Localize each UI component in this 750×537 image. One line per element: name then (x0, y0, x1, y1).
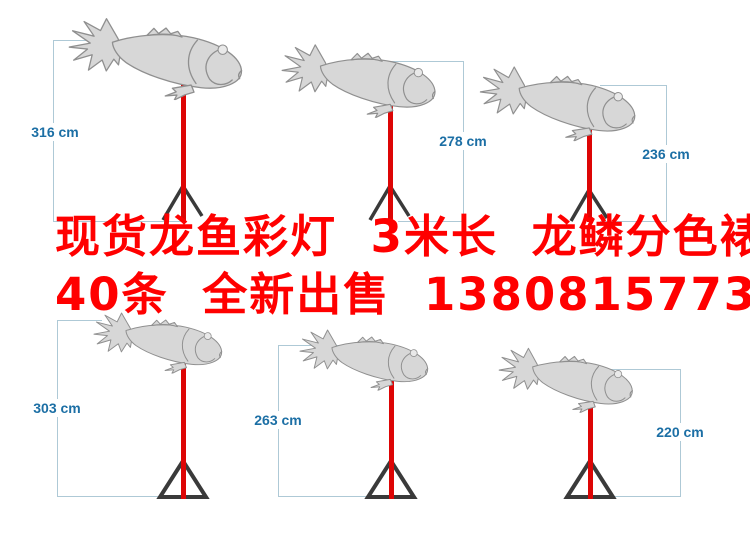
sale-text-line-1: 现货龙鱼彩灯 3米长 龙鳞分色裱糊 (55, 210, 750, 263)
lantern-pole (389, 380, 394, 499)
height-label: 236 cm (631, 145, 701, 163)
lantern-pole (388, 106, 393, 222)
measure-tick-bottom (398, 221, 463, 222)
sale-text-line-2: 40条 全新出售 13808157733 (55, 268, 750, 321)
measure-tick-top (597, 369, 680, 370)
tripod-stand (569, 189, 609, 222)
measure-tick-bottom (53, 221, 185, 222)
measure-tick-top (600, 85, 666, 86)
lantern-pole (181, 356, 186, 499)
lantern-pole (588, 401, 593, 499)
tripod-stand (368, 185, 411, 221)
height-label: 263 cm (243, 411, 313, 429)
height-label: 220 cm (645, 423, 715, 441)
measure-tick-bottom (57, 496, 207, 497)
height-label: 278 cm (428, 132, 498, 150)
dragon-fish-figure (495, 342, 639, 419)
measure-tick-bottom (278, 496, 413, 497)
tripod-stand (161, 185, 204, 221)
lantern-pole (181, 84, 186, 222)
height-label: 316 cm (20, 123, 90, 141)
measure-tick-top (391, 61, 463, 62)
lantern-pole (587, 128, 592, 222)
measure-tick-bottom (600, 221, 666, 222)
measure-tick-bottom (613, 496, 680, 497)
height-label: 303 cm (22, 399, 92, 417)
measure-tick-top (57, 320, 102, 321)
